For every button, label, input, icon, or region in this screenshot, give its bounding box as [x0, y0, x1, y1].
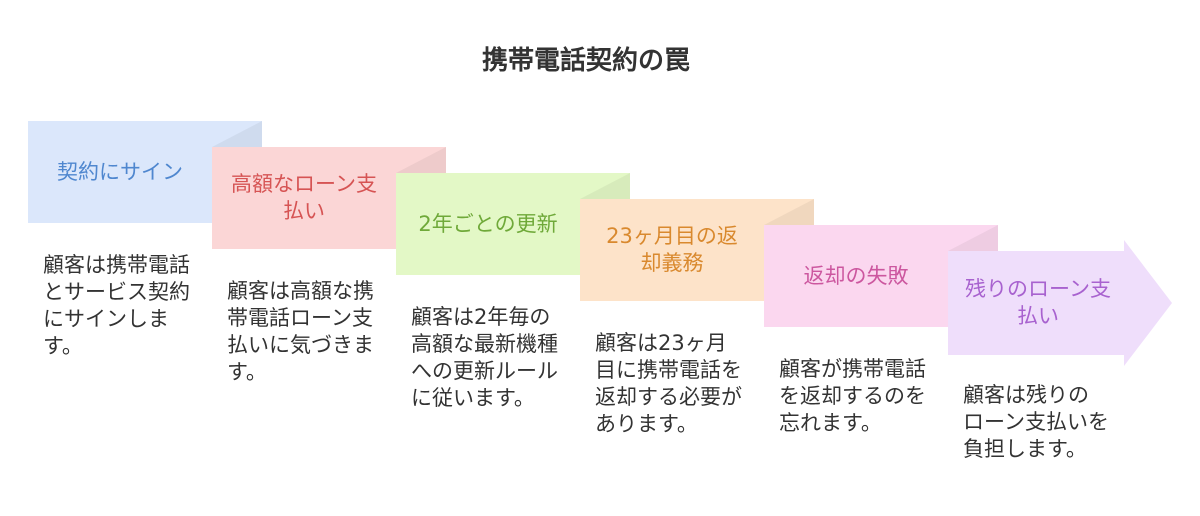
step-2-fold-crease [396, 147, 446, 173]
diagram-title: 携帯電話契約の罠 [481, 46, 690, 76]
step-1-description-line: す。 [43, 334, 83, 358]
step-3-description-line: への更新ルール [411, 359, 558, 383]
step-1-description-line: とサービス契約 [43, 280, 190, 304]
step-4-title-line: 却義務 [640, 251, 704, 275]
step-3-description-line: 高額な最新機種 [411, 332, 558, 356]
step-1-fold-crease [212, 121, 262, 147]
step-4-description-line: あります。 [595, 412, 698, 436]
step-2-description-line: 顧客は高額な携 [227, 279, 374, 303]
step-3-title-line: 2年ごとの更新 [418, 211, 558, 236]
step-4-title: 23ヶ月目の返 却義務 [580, 199, 764, 301]
step-6-arrow [948, 240, 1172, 366]
step-4-description-line: 目に携帯電話を [595, 358, 742, 382]
step-3-description-line: 顧客は2年毎の [411, 305, 551, 329]
step-5-box [764, 225, 948, 327]
step-3-fold [580, 173, 630, 199]
step-4-box [580, 199, 764, 301]
step-3-fold-crease [580, 173, 630, 199]
step-5-description-line: 顧客が携帯電話 [779, 357, 926, 381]
step-3-box [396, 173, 580, 275]
step-5-description-line: を返却するのを [779, 384, 926, 408]
step-2-fold [396, 147, 446, 173]
step-6-title-line: 残りのローン支 [965, 277, 1111, 301]
step-5-title-line: 返却の失敗 [803, 263, 909, 288]
step-2-description-line: す。 [227, 360, 267, 384]
step-5-fold [948, 225, 998, 251]
step-4-title-line: 23ヶ月目の返 [606, 224, 738, 248]
step-2-title-line: 払い [283, 199, 325, 223]
step-6-description-line: 負担します。 [963, 437, 1087, 461]
step-6-description-line: ローン支払いを [963, 410, 1109, 434]
step-1-box [28, 121, 212, 223]
step-6-description: 顧客は残りの ローン支払いを 負担します。 [963, 382, 1109, 463]
step-2-description-line: 帯電話ローン支 [227, 306, 373, 330]
step-6-title: 残りのローン支 払い [948, 251, 1128, 355]
step-2-box [212, 147, 396, 249]
step-3-title: 2年ごとの更新 [396, 173, 580, 275]
step-2-description: 顧客は高額な携 帯電話ローン支 払いに気づきま す。 [227, 278, 374, 386]
step-2-description-line: 払いに気づきま [227, 333, 374, 357]
step-5-description-line: 忘れます。 [779, 411, 882, 435]
step-1-description-line: にサインしま [43, 307, 169, 331]
step-5-fold-crease [948, 225, 998, 251]
step-4-fold [764, 199, 814, 225]
step-1-title-line: 契約にサイン [57, 159, 183, 184]
step-3-description-line: に従います。 [411, 386, 535, 410]
step-6-description-line: 顧客は残りの [963, 383, 1089, 407]
step-5-description: 顧客が携帯電話 を返却するのを 忘れます。 [779, 356, 926, 437]
step-1-description: 顧客は携帯電話 とサービス契約 にサインしま す。 [43, 252, 190, 360]
step-2-title: 高額なローン支 払い [212, 147, 396, 249]
step-2-title-line: 高額なローン支 [231, 172, 377, 196]
step-4-description-line: 返却する必要が [595, 385, 742, 409]
step-5-title: 返却の失敗 [764, 225, 948, 327]
step-4-description: 顧客は23ヶ月 目に携帯電話を 返却する必要が あります。 [595, 330, 742, 438]
step-1-title: 契約にサイン [28, 121, 212, 223]
step-1-fold [212, 121, 262, 147]
step-4-description-line: 顧客は23ヶ月 [595, 331, 727, 355]
step-3-description: 顧客は2年毎の 高額な最新機種 への更新ルール に従います。 [411, 304, 558, 412]
step-6-title-line: 払い [1017, 304, 1059, 328]
step-1-description-line: 顧客は携帯電話 [43, 253, 190, 277]
step-4-fold-crease [764, 199, 814, 225]
